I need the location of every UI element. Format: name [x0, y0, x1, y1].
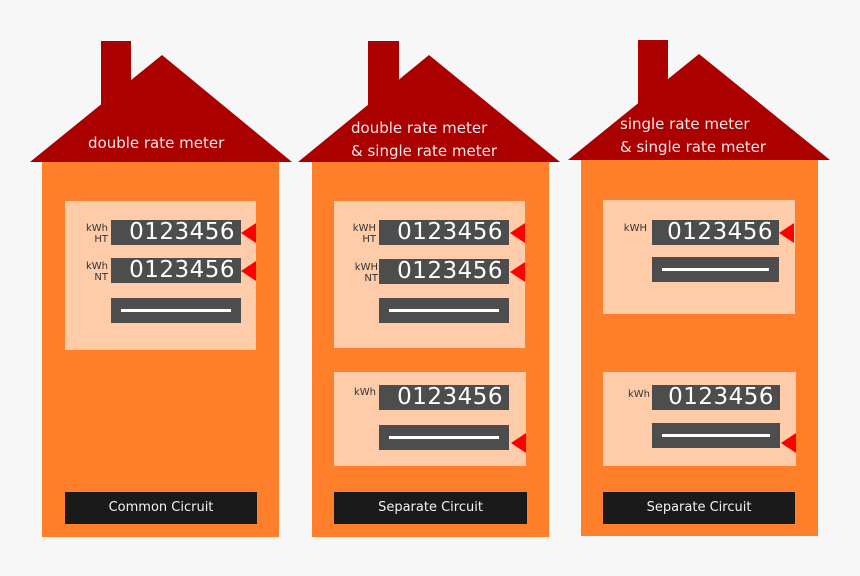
active-arrow-icon [510, 223, 525, 243]
circuit-label-3: Separate Circuit [603, 492, 795, 524]
meter-display: 0123456 [652, 385, 780, 410]
active-arrow-icon [781, 433, 796, 453]
active-arrow-icon [241, 261, 256, 281]
unit-label: kWh [353, 387, 376, 398]
bar-line [389, 436, 499, 439]
meter-display: 0123456 [652, 220, 779, 245]
meter-display: 0123456 [379, 385, 509, 410]
house-2-title: double rate meter& single rate meter [351, 119, 497, 160]
bar-line [121, 309, 231, 312]
roof-2 [298, 55, 560, 162]
meter-display-ht: 0123456 [111, 220, 241, 245]
house-1-title: double rate meter [88, 134, 225, 152]
unit-label: kWH [623, 223, 647, 234]
active-arrow-icon [241, 223, 256, 243]
active-arrow-icon [511, 433, 526, 453]
active-arrow-icon [779, 223, 794, 243]
roof-1 [30, 55, 292, 162]
circuit-label-2: Separate Circuit [334, 492, 527, 524]
active-arrow-icon [510, 262, 525, 282]
bar-line [389, 309, 499, 312]
bar-line [662, 434, 770, 437]
bar-line [662, 268, 769, 271]
meter-bar [379, 425, 509, 450]
meter-bar [652, 257, 779, 282]
meter-display-nt: 0123456 [379, 259, 509, 284]
meter-bar [111, 298, 241, 323]
meter-display-ht: 0123456 [379, 220, 509, 245]
house-3-title: single rate meter& single rate meter [620, 115, 766, 156]
meter-bar [652, 423, 780, 448]
meter-display-nt: 0123456 [111, 258, 241, 283]
circuit-label-1: Common Cicruit [65, 492, 257, 524]
unit-label: kWh [627, 389, 650, 400]
roof-3 [568, 54, 830, 160]
meter-bar [379, 298, 509, 323]
